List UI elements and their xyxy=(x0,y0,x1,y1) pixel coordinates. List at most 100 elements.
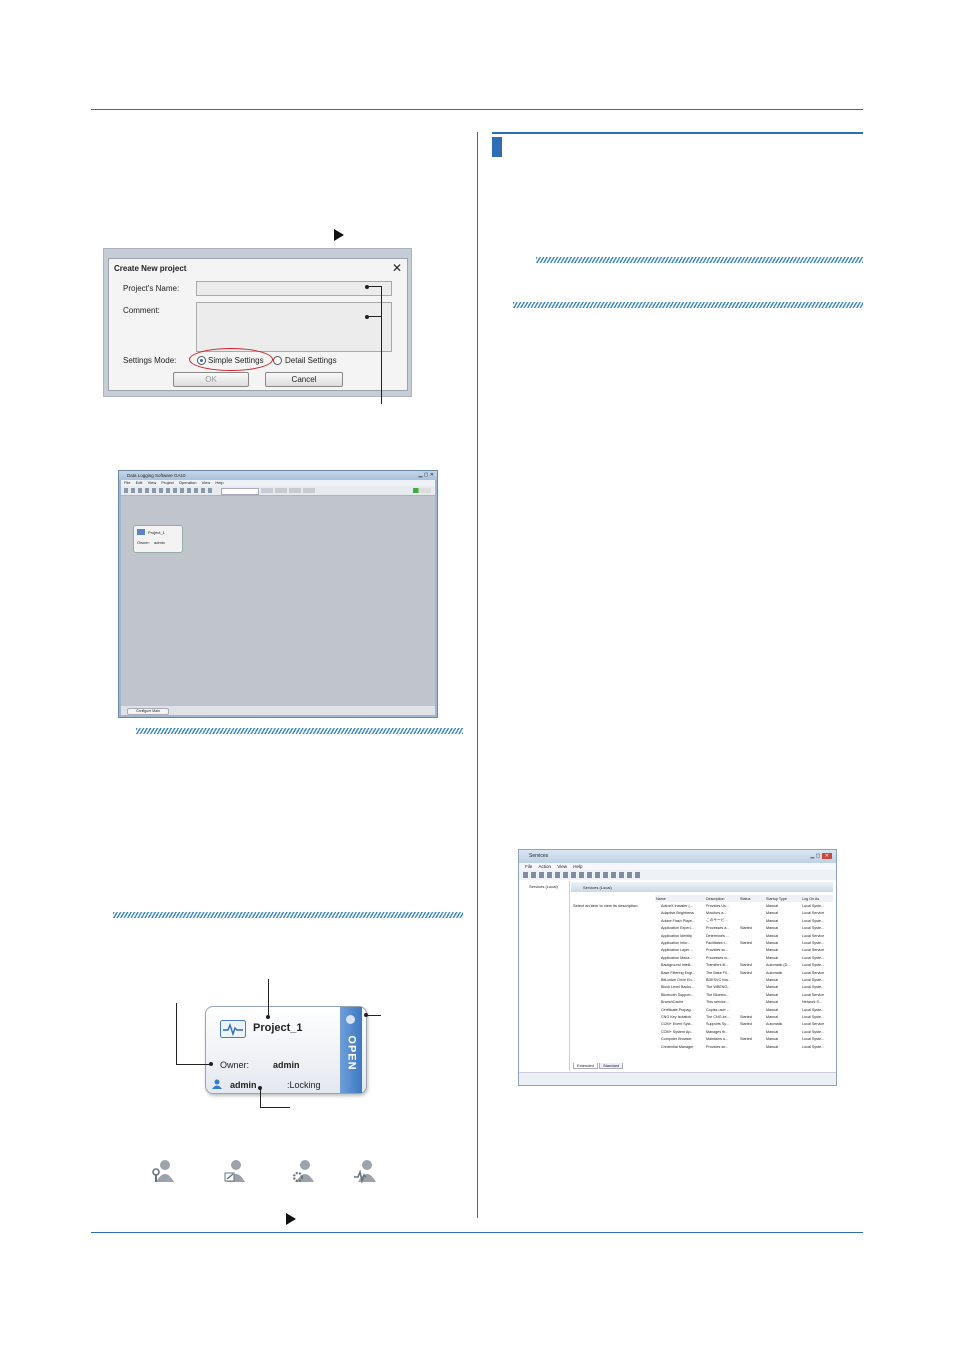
close-icon[interactable]: ✕ xyxy=(392,261,403,275)
window-controls[interactable]: ▁ ▢ ✕ xyxy=(418,472,434,478)
table-cell: Manual xyxy=(766,977,779,982)
menu-view[interactable]: View xyxy=(147,480,157,485)
mini-project-card[interactable]: Project_1 Owner: admin xyxy=(133,525,183,553)
table-cell: Automatic xyxy=(766,970,783,975)
detail-settings-radio[interactable] xyxy=(273,356,282,365)
table-cell: The Base Fil... xyxy=(706,970,730,975)
lock-status: :Locking xyxy=(287,1080,321,1090)
table-cell xyxy=(739,917,765,924)
software-window: Data Logging Software GA10 ▁ ▢ ✕ File Ed… xyxy=(118,470,438,718)
table-cell: Base Filtering Engi... xyxy=(661,970,696,975)
ok-button[interactable]: OK xyxy=(173,372,249,387)
services-menu-view[interactable]: View xyxy=(557,864,567,869)
project-card[interactable]: Project_1 Owner: admin admin :Locking OP… xyxy=(205,1006,367,1094)
col-description[interactable]: Description xyxy=(706,896,725,901)
toolbar-buttons[interactable] xyxy=(261,488,317,493)
table-cell: Local Service xyxy=(802,970,825,975)
toolbar-combo[interactable] xyxy=(221,488,259,495)
section-heading-marker xyxy=(492,137,502,157)
table-cell: Manual xyxy=(766,1037,779,1042)
window-title: Data Logging Software GA10 xyxy=(127,473,186,478)
col-name[interactable]: Name xyxy=(656,896,666,901)
table-cell: Bluetooth Support... xyxy=(661,992,694,997)
table-cell: Started xyxy=(740,1014,752,1019)
table-row[interactable]: Background Intelli...Transfers fil...Sta… xyxy=(655,962,833,969)
table-row[interactable]: BitLocker Drive En... BDESVC hos... Manual… xyxy=(655,976,833,983)
services-menu-action[interactable]: Action xyxy=(538,864,552,869)
table-row[interactable]: Application Experi...Processes a...Start… xyxy=(655,925,833,932)
table-row[interactable]: Application Mana...Processes in...Manual… xyxy=(655,954,833,961)
table-row[interactable]: Application Layer ...Provides su...Manua… xyxy=(655,947,833,954)
services-menu-bar: File Action View Help xyxy=(519,863,836,870)
services-title: Services xyxy=(529,853,549,859)
edit-user-icon xyxy=(224,1160,245,1182)
arrow-marker-icon xyxy=(334,229,344,241)
tab-extended[interactable]: Extended xyxy=(573,1063,598,1069)
callout-dot xyxy=(209,1062,213,1066)
services-window-controls[interactable]: ▁ ▢ ✕ xyxy=(810,850,832,863)
cancel-button[interactable]: Cancel xyxy=(265,372,343,387)
table-cell xyxy=(739,1006,765,1013)
services-toolbar-icons[interactable] xyxy=(523,872,643,878)
services-menu-file[interactable]: File xyxy=(525,864,533,869)
col-startup-type[interactable]: Startup Type xyxy=(766,896,787,901)
callout-line xyxy=(367,316,382,317)
table-cell: Application Layer ... xyxy=(661,948,694,953)
table-cell: Network S... xyxy=(802,1000,823,1005)
table-row[interactable]: Application Infor...Facilitates t...Star… xyxy=(655,939,833,946)
col-log-on-as[interactable]: Log On As xyxy=(802,896,820,901)
table-row[interactable]: Certificate Propag...Copies user ...Manu… xyxy=(655,1006,833,1013)
services-menu-help[interactable]: Help xyxy=(573,864,583,869)
menu-view-2[interactable]: View xyxy=(201,480,211,485)
table-cell: Automatic xyxy=(766,1022,783,1027)
table-cell: Manual xyxy=(766,1044,779,1049)
table-row[interactable]: Bluetooth Support...The Bluetoo...Manual… xyxy=(655,991,833,998)
toolbar-icons[interactable] xyxy=(124,488,214,493)
table-cell: Adaptive Brightness xyxy=(661,911,694,916)
table-cell: BitLocker Drive En... xyxy=(661,977,695,982)
table-cell: Manual xyxy=(766,985,779,990)
table-cell: Started xyxy=(740,1022,752,1027)
project-name-label: Project's Name: xyxy=(123,284,180,293)
menu-help[interactable]: Help xyxy=(215,480,224,485)
col-status[interactable]: Status xyxy=(740,896,751,901)
menu-file[interactable]: File xyxy=(124,480,131,485)
services-titlebar: Services ▁ ▢ ✕ xyxy=(519,850,836,863)
callout-dot xyxy=(365,285,369,289)
project-name-field[interactable] xyxy=(196,281,392,296)
menu-edit[interactable]: Edit xyxy=(135,480,143,485)
mini-card-owner-value: admin xyxy=(154,540,165,545)
table-cell xyxy=(739,984,765,991)
table-cell xyxy=(739,902,765,909)
table-cell: Maintains a... xyxy=(706,1037,728,1042)
table-cell: Credential Manager xyxy=(661,1044,694,1049)
menu-project[interactable]: Project xyxy=(161,480,174,485)
table-cell: Manages th... xyxy=(706,1029,729,1034)
table-cell: Certificate Propag... xyxy=(661,1007,694,1012)
services-tree-item[interactable]: Services (Local) xyxy=(529,884,558,889)
table-cell: Local Syste... xyxy=(802,1014,825,1019)
table-row[interactable]: Base Filtering Engi...The Base Fil...Sta… xyxy=(655,969,833,976)
menu-operation[interactable]: Operation xyxy=(178,480,197,485)
configure-main-button[interactable]: Configure Main xyxy=(127,708,169,715)
comment-field[interactable] xyxy=(196,302,392,352)
callout-line xyxy=(176,1003,177,1065)
tab-standard[interactable]: Standard xyxy=(599,1063,624,1069)
table-cell: BDESVC hos... xyxy=(706,977,732,982)
user-icon xyxy=(212,1079,222,1089)
table-cell: Local Service xyxy=(802,948,825,953)
table-cell: Automatic (D... xyxy=(766,963,791,968)
table-cell: Determines ... xyxy=(706,933,729,938)
table-row[interactable]: ActiveX Installer (...Provides Us...Manu… xyxy=(655,902,833,909)
open-ribbon[interactable]: OPEN xyxy=(340,1007,362,1093)
